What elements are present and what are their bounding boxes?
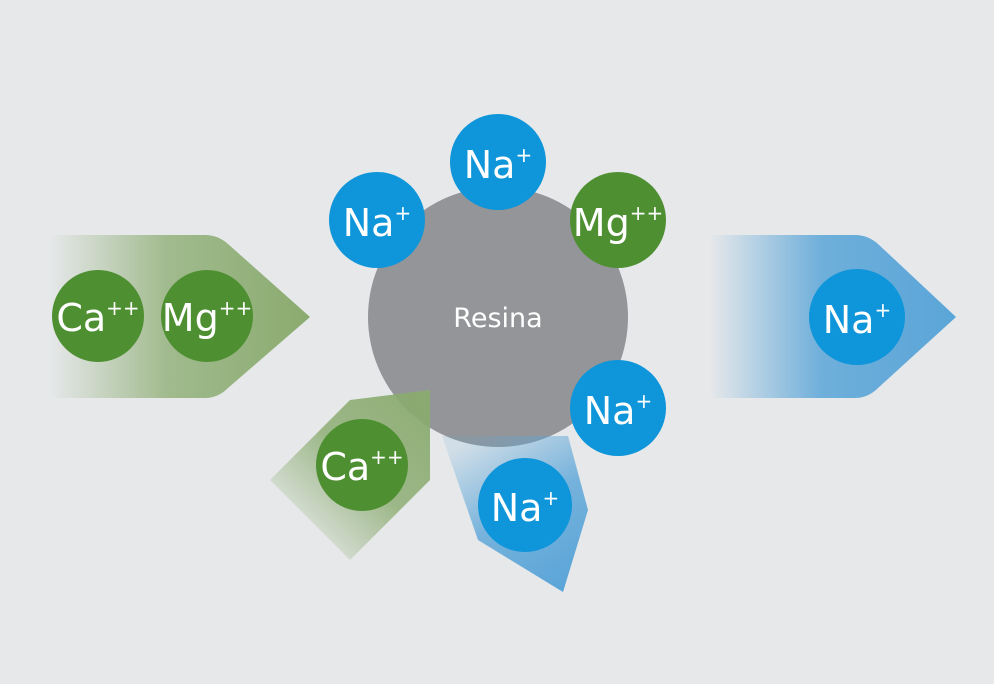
ion-symbol: Mg: [162, 296, 219, 340]
ion-symbol: Ca: [320, 445, 370, 489]
ion-symbol: Na: [823, 298, 875, 342]
svg-text:Ca++: Ca++: [320, 445, 403, 489]
ion-symbol: Na: [343, 201, 395, 245]
resin-na-top-ion: Na+: [450, 114, 546, 210]
resin-na-left-ion: Na+: [329, 172, 425, 268]
ion-charge: ++: [630, 201, 664, 225]
svg-text:Mg++: Mg++: [573, 201, 663, 245]
ion-symbol: Na: [584, 389, 636, 433]
ion-charge: ++: [219, 296, 253, 320]
outflow-na-ion: Na+: [809, 269, 905, 365]
ion-charge: +: [635, 389, 652, 413]
ion-symbol: Ca: [56, 296, 106, 340]
ion-symbol: Na: [464, 143, 516, 187]
released-na-ion: Na+: [478, 458, 572, 552]
svg-text:Na+: Na+: [464, 143, 532, 187]
svg-text:Na+: Na+: [823, 298, 891, 342]
ion-charge: ++: [106, 296, 140, 320]
resin-na-right-ion: Na+: [570, 360, 666, 456]
ion-charge: +: [394, 201, 411, 225]
resin-label: Resina: [453, 303, 542, 334]
svg-text:Na+: Na+: [584, 389, 652, 433]
ion-symbol: Na: [491, 486, 543, 530]
inflow-mg-ion: Mg++: [161, 270, 253, 362]
resin-bead: [368, 187, 628, 447]
svg-text:Na+: Na+: [491, 486, 559, 530]
ion-symbol: Mg: [573, 201, 630, 245]
ion-charge: ++: [370, 445, 404, 469]
inflow-ca-ion: Ca++: [52, 270, 144, 362]
captured-ca-ion: Ca++: [316, 419, 408, 511]
svg-text:Mg++: Mg++: [162, 296, 252, 340]
ion-charge: +: [515, 143, 532, 167]
resin-mg-captured-ion: Mg++: [570, 172, 666, 268]
ion-charge: +: [542, 486, 559, 510]
svg-text:Na+: Na+: [343, 201, 411, 245]
svg-text:Ca++: Ca++: [56, 296, 139, 340]
ion-charge: +: [874, 298, 891, 322]
